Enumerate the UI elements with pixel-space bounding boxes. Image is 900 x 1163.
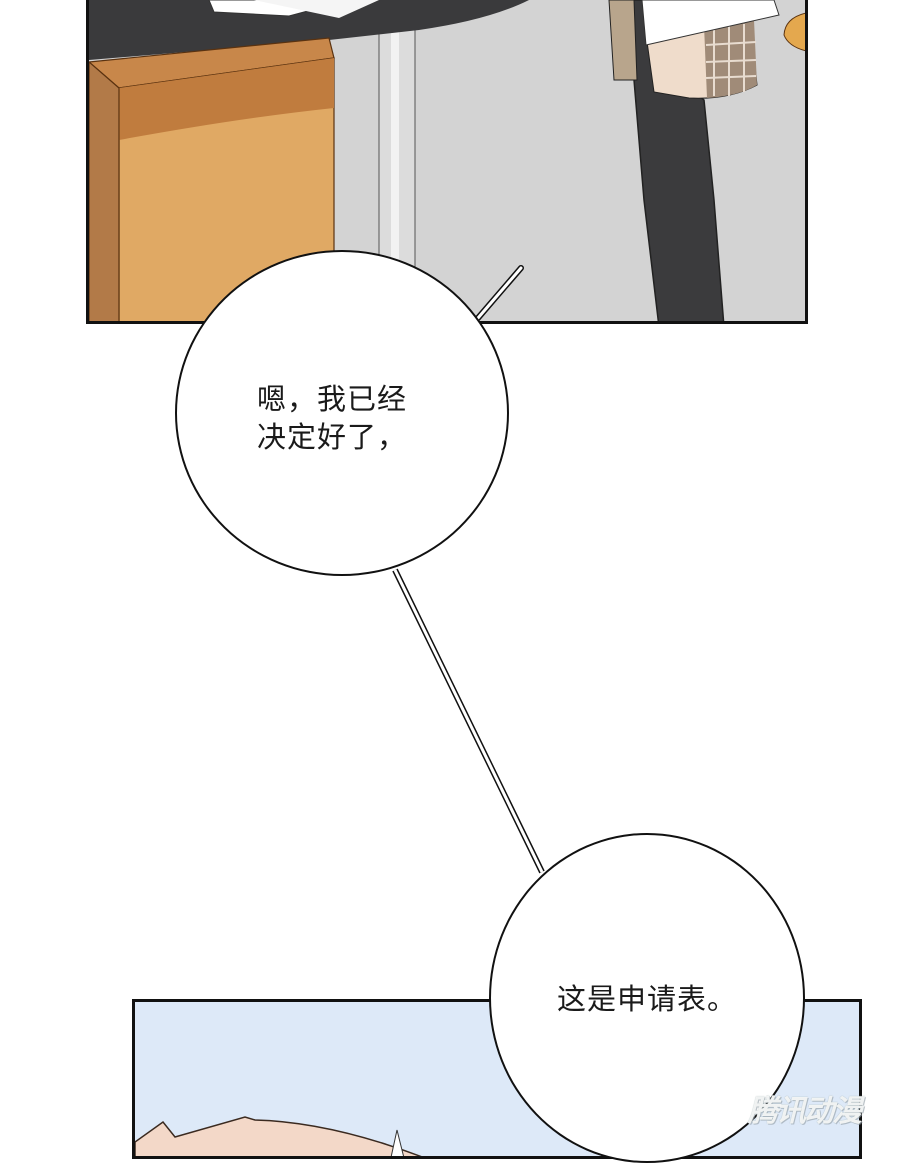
comic-panel-office — [86, 0, 808, 324]
office-scene-illustration — [89, 0, 805, 321]
speech-bubble-2: 这是申请表。 — [489, 833, 805, 1163]
watermark-logo: 腾讯动漫 — [748, 1094, 862, 1129]
speech-bubble-1: 嗯，我已经 决定好了， — [175, 250, 509, 576]
speech-bubble-1-text: 嗯，我已经 决定好了， — [257, 382, 408, 454]
speech-bubble-2-text: 这是申请表。 — [557, 982, 738, 1016]
bubble-tails — [392, 265, 545, 874]
